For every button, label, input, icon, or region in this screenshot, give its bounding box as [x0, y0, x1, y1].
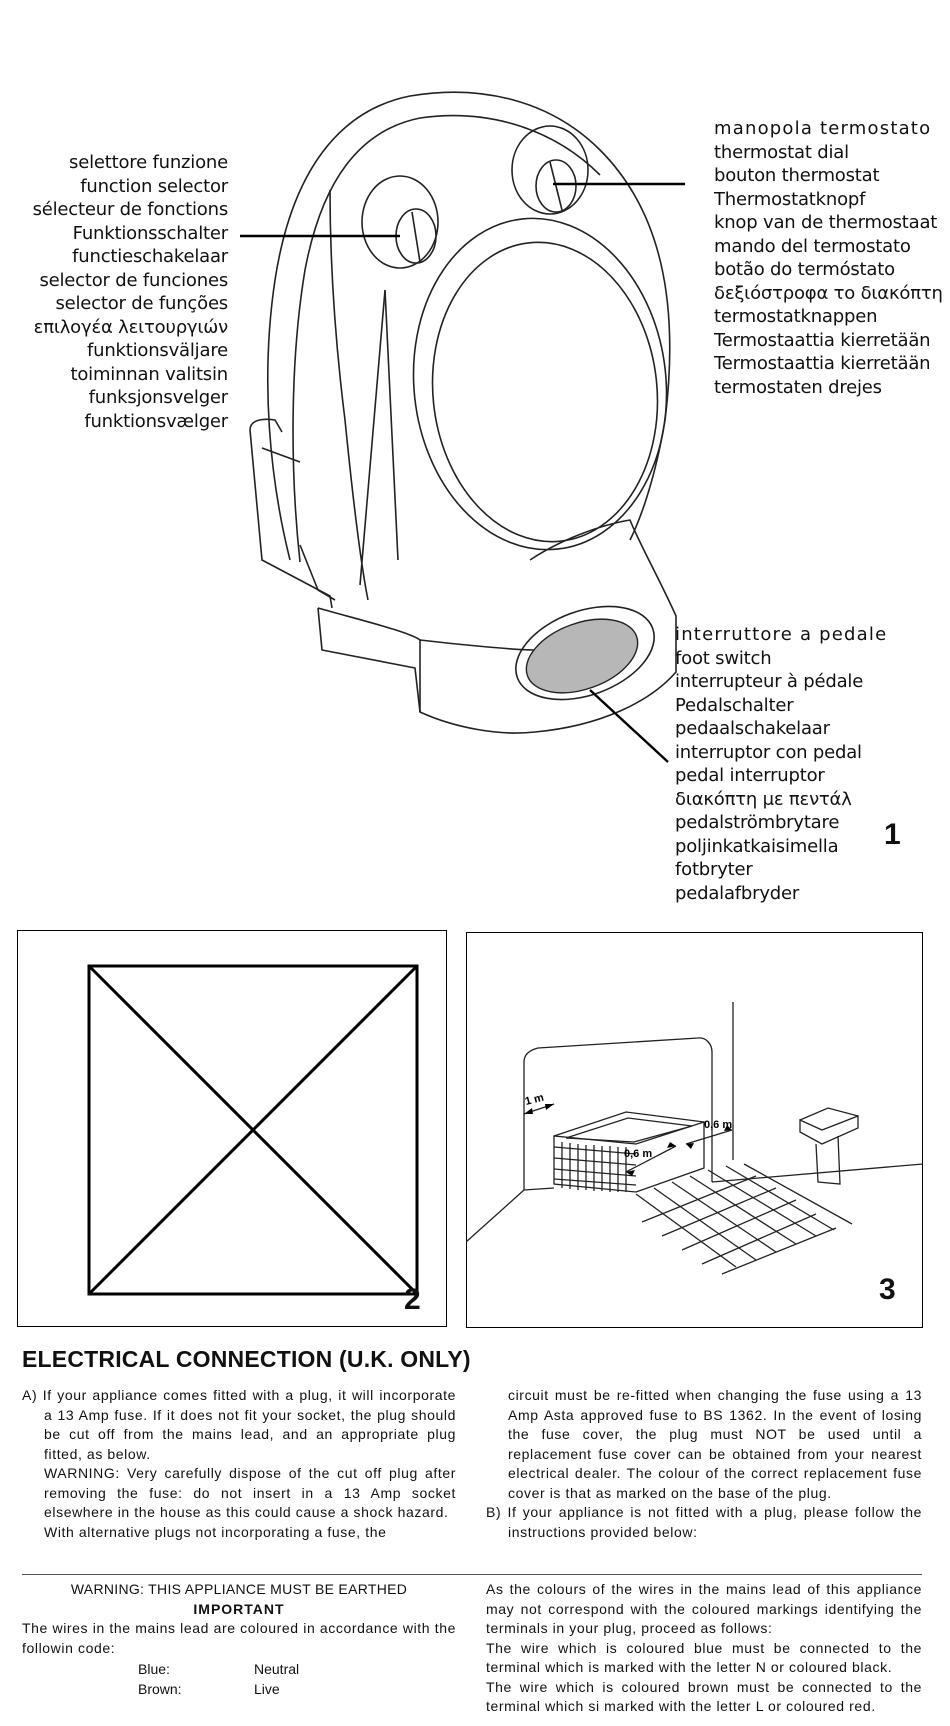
brown-wire-rule: The wire which is coloured brown must be… — [486, 1678, 922, 1715]
wire-colour: Brown: — [138, 1680, 182, 1697]
section-divider — [22, 1574, 922, 1575]
figure-3-bathroom-diagram: 1 m 0,6 m 0,6 m — [466, 1002, 923, 1275]
function-selector-label: selettore funzione — [69, 152, 228, 173]
foot-switch-label: fotbryter — [675, 859, 753, 880]
function-selector-label: sélecteur de fonctions — [32, 199, 229, 220]
figure-2-panel: 2 — [17, 930, 447, 1327]
thermostat-label: bouton thermostat — [714, 165, 880, 186]
thermostat-label: Thermostatknopf — [714, 188, 866, 210]
thermostat-label: manopola termostato — [714, 118, 932, 139]
foot-switch-label: pedalafbryder — [675, 882, 800, 904]
foot-switch-label: Pedalschalter — [675, 694, 794, 716]
wire-meaning: Neutral — [254, 1661, 300, 1677]
foot-switch-label: poljinkatkaisimella — [675, 835, 839, 857]
wires-coloured-text: The wires in the mains lead are coloured… — [22, 1620, 456, 1656]
foot-switch-label: interruptor con pedal — [675, 741, 862, 763]
figure-3-panel: 1 m 0,6 m 0,6 m 3 — [466, 932, 923, 1328]
dimension-06m-label: 0,6 m — [624, 1148, 652, 1160]
foot-switch-label: pedalströmbrytare — [675, 812, 840, 833]
earth-warning: WARNING: THIS APPLIANCE MUST BE EARTHED — [70, 1581, 408, 1597]
function-selector-label: funktionsväljare — [86, 340, 228, 361]
blue-wire-rule: The wire which is coloured blue must be … — [486, 1639, 922, 1676]
thermostat-label: botão do termóstato — [714, 259, 895, 280]
figure-1-number: 1 — [884, 818, 901, 851]
function-selector-label: toiminnan valitsin — [70, 363, 228, 385]
thermostat-label: Termostaattia kierretään — [714, 353, 931, 374]
function-selector-label: function selector — [80, 175, 228, 197]
function-selector-label: funktionsvælger — [84, 410, 228, 432]
thermostat-label: knop van de thermostaat — [714, 212, 938, 233]
earth-warning-block: WARNING: THIS APPLIANCE MUST BE EARTHED … — [22, 1580, 456, 1699]
right-column: circuit must be re-fitted when changing … — [486, 1386, 922, 1542]
thermostat-label: Termostaattia kierretään — [714, 329, 931, 351]
figure-2-number: 2 — [404, 1283, 421, 1316]
left-column: A) If your appliance comes fitted with a… — [22, 1386, 456, 1542]
thermostat-label: termostatknappen — [714, 306, 878, 327]
section-title: ELECTRICAL CONNECTION (U.K. ONLY) — [22, 1346, 471, 1372]
thermostat-label: thermostat dial — [714, 141, 849, 163]
warning-paragraph: WARNING: Very carefully dispose of the c… — [44, 1465, 456, 1520]
foot-switch-label: interruttore a pedale — [675, 624, 888, 645]
fuse-continuation-paragraph: circuit must be re-fitted when changing … — [508, 1387, 922, 1501]
heater-illustration — [240, 91, 685, 763]
paragraph-a: A) If your appliance comes fitted with a… — [22, 1387, 456, 1462]
paragraph-b: B) If your appliance is not fitted with … — [486, 1504, 922, 1540]
foot-switch-label: pedal interruptor — [675, 765, 825, 786]
function-selector-label: functieschakelaar — [72, 246, 228, 267]
foot-switch-labels: interruttore a pedale foot switch interr… — [675, 623, 887, 905]
function-selector-label: selector de funciones — [39, 269, 228, 291]
dimension-06m-label: 0,6 m — [704, 1119, 732, 1131]
function-selector-label: επιλογέα λειτουργιών — [33, 316, 229, 338]
wire-row-blue: Blue: Neutral — [138, 1660, 456, 1680]
foot-switch-label: διακόπτη με πεντάλ — [675, 788, 852, 810]
foot-switch-label: foot switch — [675, 647, 772, 669]
wiring-instructions-block: As the colours of the wires in the mains… — [486, 1580, 922, 1717]
thermostat-labels: manopola termostato thermostat dial bout… — [714, 117, 943, 399]
wiring-intro: As the colours of the wires in the mains… — [486, 1581, 922, 1636]
foot-switch-label: pedaalschakelaar — [675, 718, 830, 739]
wire-row-brown: Brown: Live — [138, 1680, 456, 1700]
wire-colour: Blue: — [138, 1661, 170, 1677]
function-selector-label: selector de funções — [55, 293, 228, 314]
wire-codes: Blue: Neutral Brown: Live — [22, 1660, 456, 1699]
figure-2-cross-diagram — [87, 964, 419, 1296]
thermostat-label: δεξιόστροφα το διακόπτη — [714, 282, 943, 304]
thermostat-label: mando del termostato — [714, 235, 911, 257]
alternative-plugs-paragraph: With alternative plugs not incorporating… — [44, 1523, 387, 1540]
dimension-1m-label: 1 m — [524, 1092, 546, 1108]
function-selector-labels: selettore funzione function selector sél… — [32, 151, 229, 433]
function-selector-label: Funktionsschalter — [72, 222, 229, 244]
figure-3-number: 3 — [879, 1273, 896, 1306]
function-selector-label: funksjonsvelger — [88, 387, 229, 408]
important-heading: IMPORTANT — [193, 1600, 285, 1617]
thermostat-label: termostaten drejes — [714, 376, 882, 398]
wire-meaning: Live — [254, 1680, 280, 1697]
foot-switch-label: interrupteur à pédale — [675, 671, 864, 692]
